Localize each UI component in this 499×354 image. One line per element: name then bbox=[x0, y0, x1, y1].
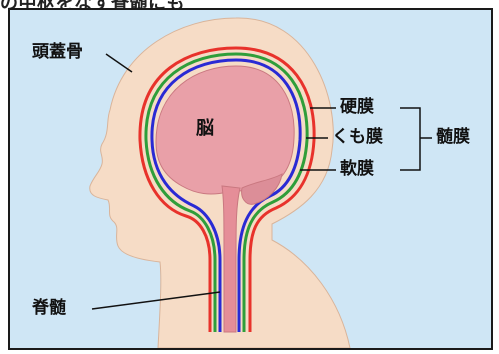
skull-label: 頭蓋骨 bbox=[32, 42, 83, 62]
brain-label: 脳 bbox=[196, 118, 214, 139]
cerebellum-shape bbox=[241, 173, 283, 205]
spinal-cord-label: 脊髄 bbox=[32, 298, 66, 318]
arachnoid-layer-line bbox=[144, 52, 309, 332]
spinal-cord-shape bbox=[221, 185, 241, 333]
dura-layer-line bbox=[138, 46, 316, 332]
pia-layer-line bbox=[150, 58, 302, 332]
pia-label: 軟膜 bbox=[340, 159, 374, 179]
spinal-cord-leader-line bbox=[91, 291, 221, 310]
skull-leader-line bbox=[105, 53, 133, 73]
meninges-bracket bbox=[400, 107, 432, 171]
dura-label: 硬膜 bbox=[340, 97, 374, 117]
meninges-label: 髄膜 bbox=[436, 127, 470, 147]
diagram-frame: 頭蓋骨 脳 硬膜 くも膜 軟膜 髄膜 脊髄 bbox=[8, 8, 493, 350]
arachnoid-label: くも膜 bbox=[332, 127, 383, 147]
head-cross-section bbox=[89, 17, 432, 348]
